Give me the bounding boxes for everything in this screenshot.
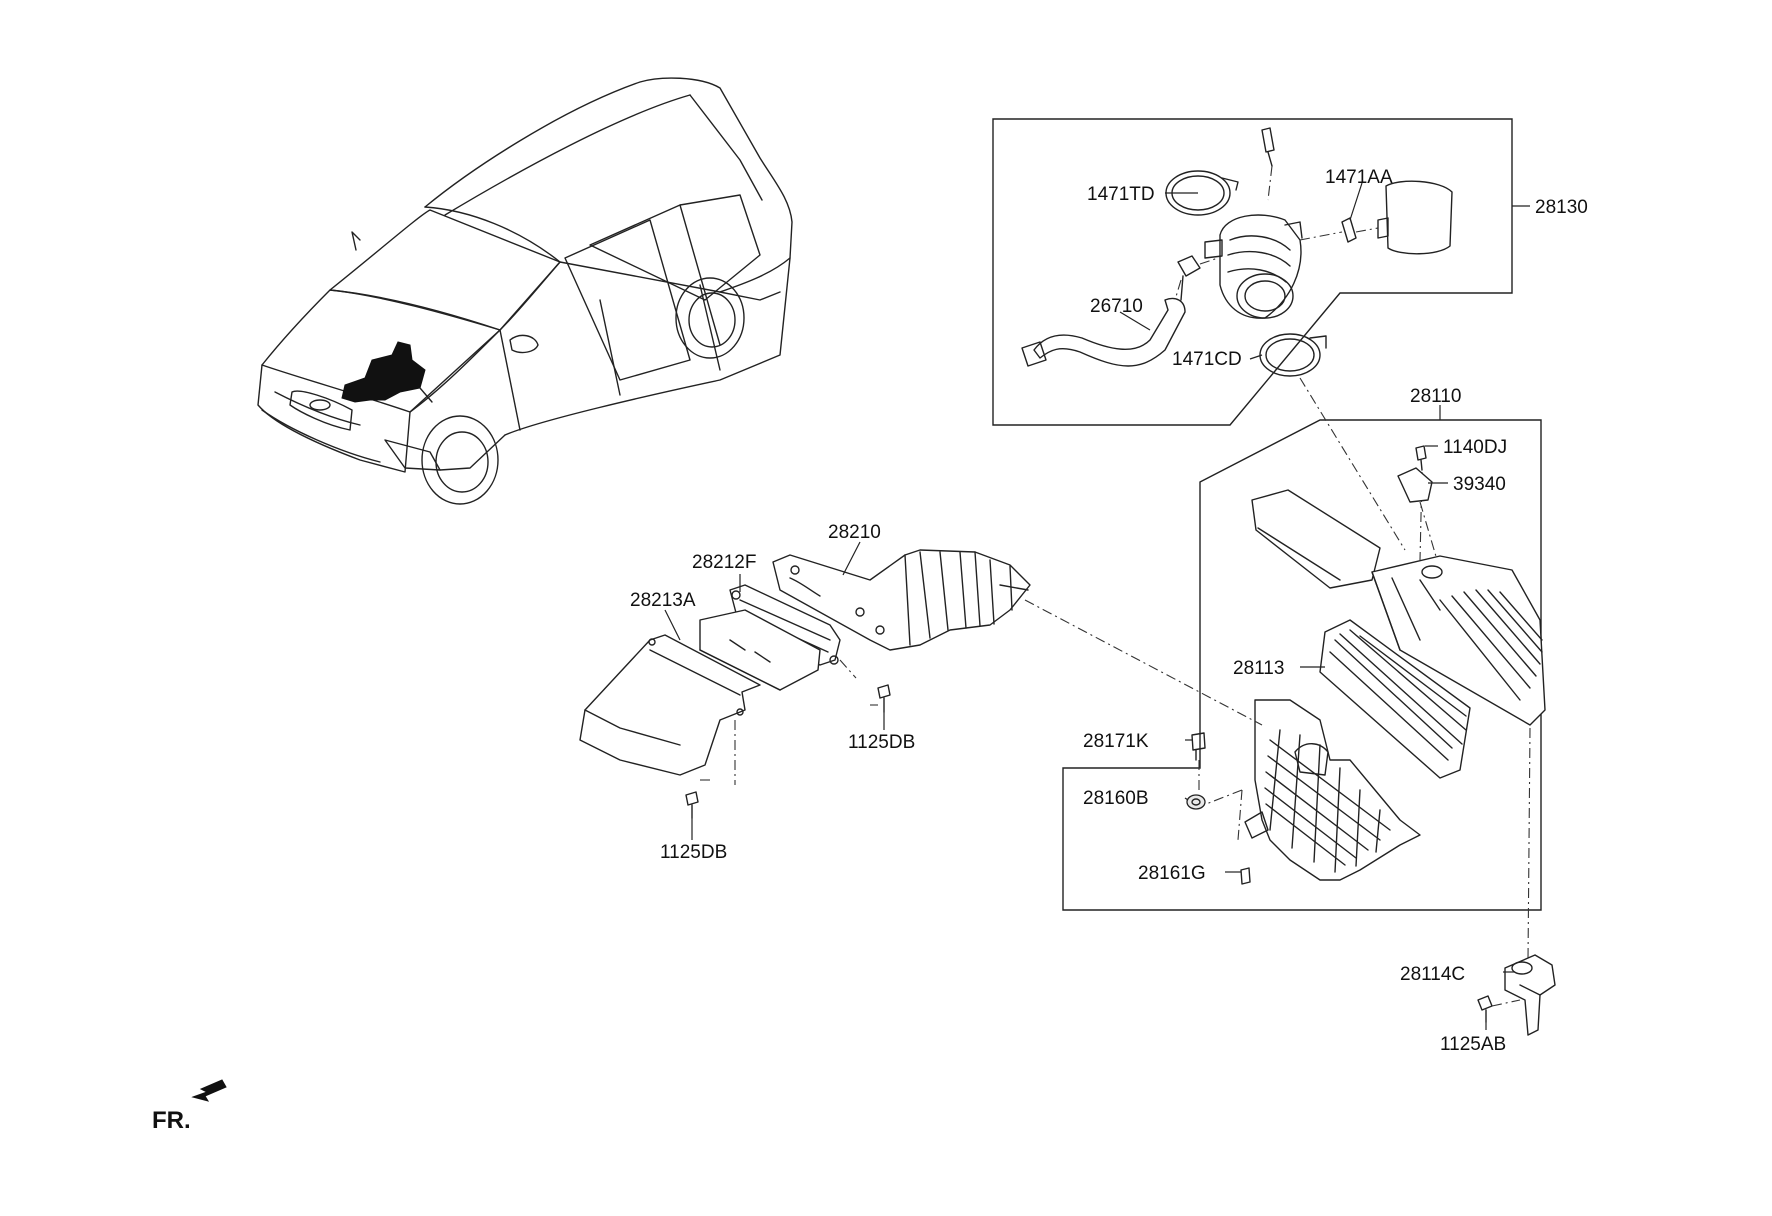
minivan-location-icon: [257, 77, 793, 505]
label-1125db-left: 1125DB: [660, 842, 727, 863]
label-1471aa: 1471AA: [1325, 167, 1393, 188]
group-box-28110: [1062, 405, 1542, 911]
label-1471td: 1471TD: [1087, 184, 1155, 205]
label-1471cd: 1471CD: [1172, 349, 1242, 370]
label-28212f: 28212F: [692, 552, 756, 573]
bracket-28114c: [1477, 954, 1556, 1036]
label-28210: 28210: [828, 522, 881, 543]
label-28160b: 28160B: [1083, 788, 1149, 809]
front-direction-arrow-icon: [191, 1079, 227, 1102]
label-26710: 26710: [1090, 296, 1143, 317]
leader-lines: [664, 182, 1515, 1030]
label-28113: 28113: [1233, 658, 1284, 679]
label-28114c: 28114C: [1400, 964, 1465, 985]
label-1125db-right: 1125DB: [848, 732, 915, 753]
label-28213a: 28213A: [630, 590, 696, 611]
label-1125ab: 1125AB: [1440, 1034, 1506, 1055]
air-cleaner-assembly: [1186, 377, 1546, 961]
part-labels: 1471TD 1471AA 28130 26710 1471CD 28110 1…: [630, 167, 1588, 1055]
label-39340: 39340: [1453, 474, 1506, 495]
air-intake-assembly: [579, 549, 1263, 819]
label-28161g: 28161G: [1138, 863, 1206, 884]
group-box-28130: [992, 118, 1530, 426]
label-1140dj: 1140DJ: [1443, 437, 1507, 458]
label-28130: 28130: [1535, 197, 1588, 218]
label-28171k: 28171K: [1083, 731, 1149, 752]
front-direction-marker: FR.: [152, 1079, 227, 1134]
label-28110: 28110: [1410, 386, 1461, 407]
front-direction-label: FR.: [152, 1107, 191, 1134]
air-duct-assembly: [1021, 127, 1453, 377]
